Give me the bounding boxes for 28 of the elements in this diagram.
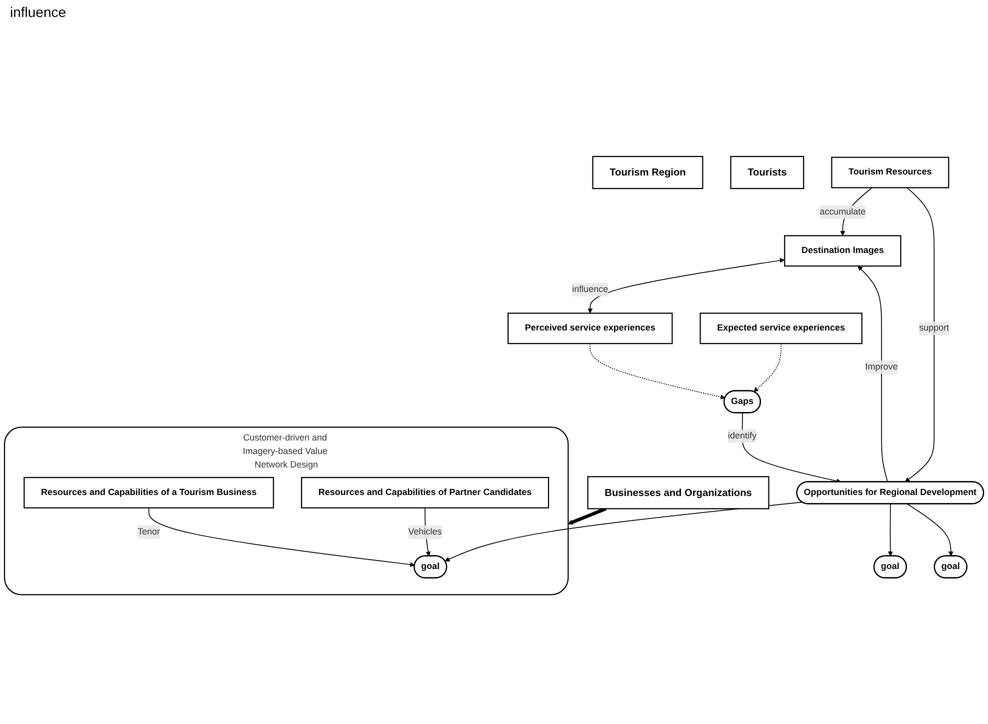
arrow bbox=[888, 504, 893, 557]
node-box: Resources and Capabilities of Partner Candidates bbox=[300, 477, 550, 509]
edge-label: influence bbox=[572, 285, 608, 295]
node-box: Tourists bbox=[730, 156, 804, 190]
arrow bbox=[754, 344, 782, 392]
edge-label: identify bbox=[728, 432, 756, 442]
arrow bbox=[444, 502, 803, 562]
arrow bbox=[590, 344, 726, 400]
node-box: Perceived service experiences bbox=[508, 313, 673, 345]
arrow bbox=[742, 412, 842, 484]
arrow bbox=[906, 504, 954, 557]
edge-label: Vehicles bbox=[408, 528, 442, 538]
node-box: Tourism Region bbox=[592, 156, 704, 190]
node-box: Resources and Capabilities of a Tourism Business bbox=[24, 477, 274, 509]
node-box: Destination Images bbox=[784, 236, 902, 268]
edge-label: accumulate bbox=[820, 207, 866, 218]
arrow bbox=[904, 188, 935, 483]
node-box: Expected service experiences bbox=[700, 313, 862, 345]
edge-label: Tenor bbox=[138, 528, 160, 538]
edge-label: support bbox=[919, 324, 950, 334]
arrow bbox=[588, 258, 785, 314]
note-text: influence bbox=[10, 4, 66, 20]
node-box: Tourism Resources bbox=[831, 157, 950, 189]
node-box: Businesses and Organizations bbox=[587, 476, 770, 510]
arrow bbox=[148, 508, 415, 568]
arrow bbox=[568, 508, 607, 526]
edge-label: Improve bbox=[865, 362, 898, 372]
arrow bbox=[858, 266, 888, 483]
